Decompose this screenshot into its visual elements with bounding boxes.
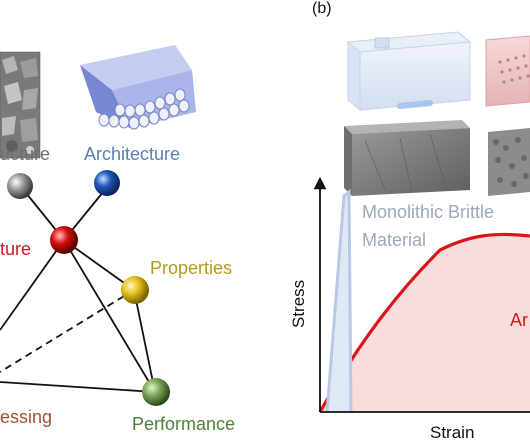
concrete-beam-image bbox=[344, 120, 470, 196]
panel-b-label: (b) bbox=[312, 0, 332, 17]
processing-label: essing bbox=[0, 407, 52, 427]
stress-strain-plot bbox=[313, 176, 530, 413]
red-sphere bbox=[50, 226, 78, 254]
y-axis-label: Stress bbox=[289, 280, 308, 328]
properties-label: Properties bbox=[150, 258, 232, 278]
edge-yellow-left-dashed bbox=[0, 289, 135, 373]
blue-curve bbox=[325, 188, 353, 413]
monolithic-line-2: Material bbox=[362, 230, 426, 250]
x-axis-label: Strain bbox=[430, 423, 474, 442]
red-curve-fill bbox=[320, 234, 530, 412]
edge-yellow-green bbox=[133, 289, 156, 393]
textured-block-image bbox=[488, 128, 530, 196]
microstructure-image bbox=[0, 51, 41, 159]
green-sphere bbox=[142, 378, 170, 406]
edge-left-green bbox=[0, 381, 156, 393]
gray-sphere bbox=[7, 173, 33, 199]
blue-curve-fill bbox=[327, 192, 351, 412]
edge-red-yellow bbox=[63, 239, 135, 291]
architecture-image bbox=[80, 45, 196, 130]
architecture-label: Architecture bbox=[84, 144, 180, 164]
edge-red-left bbox=[0, 239, 65, 331]
structure-left-label: ture bbox=[0, 239, 31, 259]
edge-red-green bbox=[63, 239, 156, 393]
performance-label: Performance bbox=[132, 414, 235, 434]
yellow-sphere bbox=[121, 276, 149, 304]
transparent-block-image bbox=[346, 31, 472, 112]
monolithic-line-1: Monolithic Brittle bbox=[362, 202, 494, 222]
right-curve-label: Ar bbox=[510, 310, 528, 330]
monolithic-label: Monolithic Brittle Material bbox=[362, 202, 499, 250]
pink-block-image bbox=[485, 35, 530, 107]
blue-sphere bbox=[94, 170, 120, 196]
structure-top-label: ucture bbox=[0, 144, 50, 164]
